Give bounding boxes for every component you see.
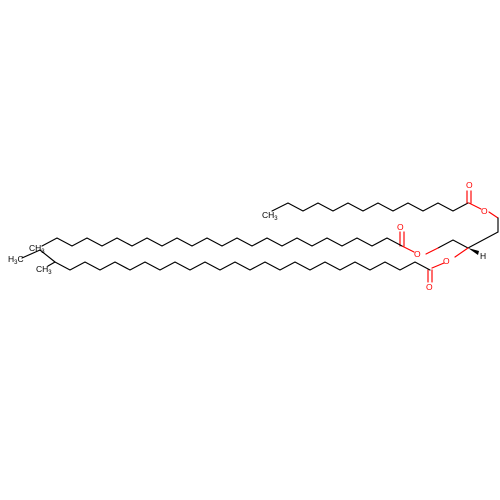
glycerol-ch2-chain2 bbox=[437, 239, 469, 249]
glycerol-c2-o-chain3 bbox=[454, 247, 469, 258]
chain3-branch-ethyl bbox=[39, 249, 56, 263]
atom-o-chain3-carbonyl: O bbox=[426, 282, 433, 292]
labels-layer: O O O O O O H CH3 CH3 CH3 H3C bbox=[8, 180, 488, 292]
chain2-carbon-backbone bbox=[41, 237, 403, 247]
atom-h-stereo: H bbox=[480, 251, 486, 261]
chain3-branch-ethyl-end bbox=[21, 249, 41, 259]
chain3-ethyl-h3c: H3C bbox=[8, 254, 24, 266]
chain1-ester-bond-ch2 bbox=[488, 211, 499, 219]
atom-o-chain1-carbonyl: O bbox=[466, 180, 473, 190]
chain2-terminal-ch3: CH3 bbox=[29, 243, 45, 255]
chain1-carbon-backbone bbox=[271, 202, 469, 212]
atom-o-chain2-carbonyl: O bbox=[397, 222, 404, 232]
bonds-layer bbox=[21, 190, 499, 283]
chain1-ester-bond-c bbox=[468, 202, 482, 210]
chain1-terminal-ch3: CH3 bbox=[262, 210, 278, 222]
chain3-branch-ch3: CH3 bbox=[36, 264, 52, 276]
chain2-ester-o-ch2 bbox=[425, 247, 439, 255]
atom-o-chain1-ester: O bbox=[481, 206, 488, 216]
atom-o-chain2-ester: O bbox=[414, 249, 421, 259]
stereo-wedge bbox=[468, 248, 479, 255]
chain3-carbon-backbone bbox=[47, 261, 431, 271]
atom-o-chain3-ester: O bbox=[443, 256, 450, 266]
chain3-ester-o-c bbox=[431, 262, 445, 269]
chain2-ester-o-c bbox=[401, 245, 415, 253]
glycerol-c2-c3 bbox=[467, 231, 499, 249]
